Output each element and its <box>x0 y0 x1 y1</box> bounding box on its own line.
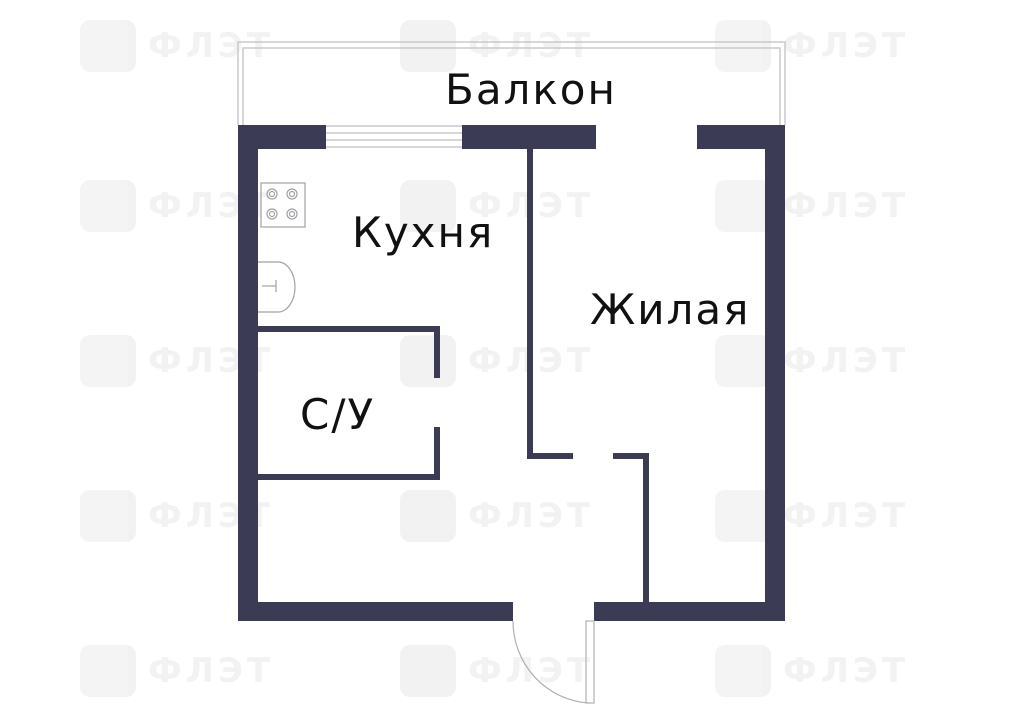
balcony-outline <box>237 41 786 125</box>
room-label-living: Жилая <box>590 285 751 334</box>
inner-walls <box>258 149 649 603</box>
watermark: ФЛЭТ <box>715 180 909 232</box>
room-label-bathroom: С/У <box>300 390 376 439</box>
watermark: ФЛЭТ <box>715 645 909 697</box>
watermark: ФЛЭТ <box>400 20 594 72</box>
watermark: ФЛЭТ <box>715 490 909 542</box>
watermark: ФЛЭТ <box>80 20 274 72</box>
watermark: ФЛЭТ <box>400 490 594 542</box>
window <box>318 125 462 148</box>
stove-icon <box>260 182 306 228</box>
watermark: ФЛЭТ <box>80 645 274 697</box>
watermark: ФЛЭТ <box>715 20 909 72</box>
room-label-kitchen: Кухня <box>352 208 495 257</box>
entrance-door <box>512 620 595 704</box>
room-label-balcony: Балкон <box>445 65 617 114</box>
watermark: ФЛЭТ <box>715 335 909 387</box>
outer-walls <box>238 125 785 621</box>
sink-icon <box>258 261 296 313</box>
